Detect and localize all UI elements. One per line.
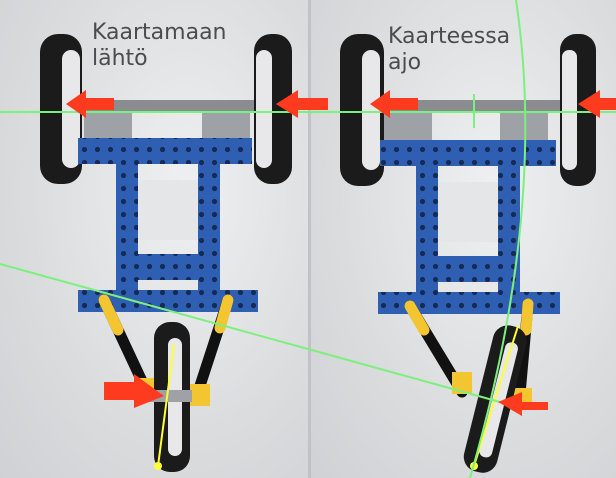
panel-divider xyxy=(308,0,311,478)
caption-in-turn-line1: Kaarteessa xyxy=(388,24,511,49)
caption-in-turn: Kaarteessa ajo xyxy=(388,24,510,76)
caption-turn-start-line2: lähtö xyxy=(92,46,148,71)
caption-turn-start-line1: Kaartamaan xyxy=(92,20,227,45)
right-front-arrow xyxy=(498,392,548,416)
left-robot xyxy=(40,34,292,472)
right-rear-left-arrow xyxy=(370,90,418,118)
left-struts xyxy=(98,294,234,406)
left-bracket-a xyxy=(84,112,132,142)
right-rear-wheel-left xyxy=(340,34,384,186)
turning-arc-line xyxy=(469,0,527,478)
right-bracket-a xyxy=(384,112,432,142)
left-rear-axle xyxy=(70,100,280,112)
caption-turn-start: Kaartamaan lähtö xyxy=(92,20,227,72)
left-rear-right-arrow xyxy=(276,90,328,118)
left-bracket-b xyxy=(202,112,250,142)
left-wheel-contact-dot xyxy=(154,462,162,470)
right-rear-wheel-right xyxy=(560,34,596,186)
left-front-arrow xyxy=(104,374,164,408)
right-bracket-b xyxy=(500,112,548,142)
left-frame xyxy=(78,138,258,312)
right-robot xyxy=(340,34,596,473)
caption-in-turn-line2: ajo xyxy=(388,50,422,75)
left-rear-left-arrow xyxy=(66,90,114,118)
right-rear-right-arrow xyxy=(578,90,616,118)
left-rear-wheel-left xyxy=(40,34,82,184)
left-wheel-axis-line xyxy=(157,343,175,467)
right-wheel-axis-line xyxy=(473,325,519,467)
front-wheel-guide-line xyxy=(0,263,501,403)
right-frame xyxy=(378,140,560,314)
left-rear-wheel-right xyxy=(254,34,292,184)
